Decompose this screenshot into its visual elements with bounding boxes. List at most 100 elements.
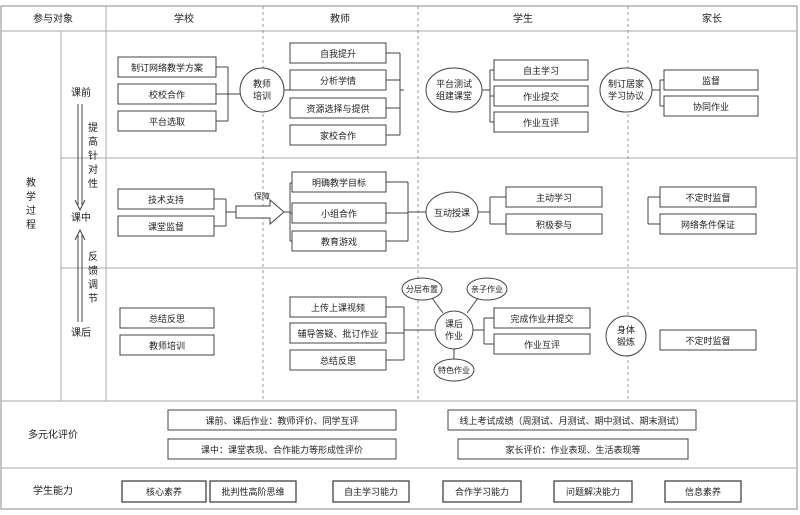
svg-text:平台选取: 平台选取 (149, 116, 185, 128)
svg-text:不定时监督: 不定时监督 (685, 192, 730, 204)
process-char: 程 (26, 219, 36, 231)
during-school-box: 技术支持 (117, 188, 215, 210)
feedback-char: 节 (88, 293, 98, 305)
svg-text:信息素养: 信息素养 (685, 486, 721, 498)
stage-after-label: 课后 (71, 327, 91, 339)
before-teacher-box: 自我提升 (289, 42, 387, 64)
svg-text:组建课堂: 组建课堂 (436, 90, 472, 102)
svg-text:积极参与: 积极参与 (536, 219, 572, 231)
evaluation-item: 家长评价：作业表现、生活表现等 (457, 438, 689, 460)
during-teacher-box: 明确教学目标 (291, 171, 387, 193)
svg-text:课前、课后作业：教师评价、同学互评: 课前、课后作业：教师评价、同学互评 (205, 415, 358, 427)
featured-homework-circle: 特色作业 (433, 358, 475, 382)
ability-item: 问题解决能力 (553, 480, 633, 503)
svg-text:分析学情: 分析学情 (320, 75, 356, 87)
svg-text:特色作业: 特色作业 (438, 365, 470, 375)
svg-text:分层布置: 分层布置 (406, 284, 438, 294)
during-parent-box: 网络条件保证 (659, 213, 757, 235)
svg-text:教育游戏: 教育游戏 (321, 236, 357, 248)
svg-text:自主学习: 自主学习 (523, 65, 559, 77)
svg-text:监督: 监督 (702, 75, 720, 87)
before-school-box: 平台选取 (117, 110, 217, 132)
before-school-box: 制订网络教学方案 (117, 56, 217, 78)
after-school-box: 总结反思 (119, 307, 215, 329)
svg-text:作业互评: 作业互评 (523, 117, 559, 129)
homework-connectors (431, 297, 479, 359)
teacher-training-circle: 教师 培训 (239, 67, 285, 113)
during-school-bracket (214, 198, 236, 227)
svg-text:自主学习能力: 自主学习能力 (344, 486, 398, 498)
svg-text:问题解决能力: 问题解决能力 (566, 486, 620, 498)
svg-text:作业: 作业 (445, 330, 463, 342)
header-student: 学生 (513, 12, 533, 25)
before-teacher-box: 分析学情 (289, 69, 387, 91)
before-school-bracket (216, 66, 240, 122)
svg-text:家长评价：作业表现、生活表现等: 家长评价：作业表现、生活表现等 (505, 444, 640, 456)
after-student-bracket (473, 317, 494, 345)
before-student-box: 作业提交 (493, 85, 589, 107)
improve-char: 针 (88, 149, 98, 162)
header-teacher: 教师 (330, 12, 350, 25)
process-char: 过 (26, 204, 36, 217)
improve-char: 性 (88, 177, 98, 190)
during-teacher-bracket-left (284, 182, 292, 242)
stage-before-label: 课前 (71, 86, 91, 99)
after-class-homework-circle: 课后 作业 (434, 310, 474, 350)
ability-item: 信息素养 (664, 480, 742, 503)
improve-char: 高 (88, 135, 98, 148)
during-teacher-bracket (386, 181, 426, 242)
process-char: 学 (26, 190, 36, 203)
after-teacher-box: 总结反思 (289, 349, 387, 371)
svg-text:合作学习能力: 合作学习能力 (455, 486, 509, 498)
svg-text:平台测试: 平台测试 (436, 78, 472, 90)
after-teacher-box: 上传上课视频 (289, 296, 387, 318)
improve-char: 对 (88, 163, 98, 176)
feedback-char: 调 (88, 279, 98, 291)
svg-text:小组合作: 小组合作 (321, 208, 357, 220)
before-student-box: 自主学习 (493, 59, 589, 81)
header-school: 学校 (174, 12, 194, 25)
svg-text:教师: 教师 (253, 78, 271, 90)
improve-char: 提 (88, 122, 98, 134)
during-student-bracket (478, 196, 506, 225)
ability-item: 合作学习能力 (442, 480, 522, 503)
svg-text:教师培训: 教师培训 (149, 340, 185, 352)
svg-text:制订网络教学方案: 制订网络教学方案 (131, 62, 203, 74)
during-parent-box: 不定时监督 (659, 186, 757, 208)
before-teacher-box: 资源选择与提供 (289, 97, 387, 119)
feedback-arrow (74, 228, 86, 322)
svg-text:自我提升: 自我提升 (320, 48, 356, 60)
svg-text:总结反思: 总结反思 (320, 355, 356, 367)
svg-text:培训: 培训 (253, 90, 271, 102)
physical-exercise-circle: 身体 锻炼 (605, 315, 647, 357)
during-teacher-box: 教育游戏 (291, 230, 387, 252)
before-teacher-box: 家校合作 (289, 124, 387, 146)
svg-text:亲子作业: 亲子作业 (471, 284, 503, 294)
before-school-box: 校校合作 (117, 83, 217, 105)
during-teacher-box: 小组合作 (291, 202, 387, 224)
improve-arrow (74, 104, 86, 212)
svg-text:作业提交: 作业提交 (523, 91, 559, 103)
svg-text:锻炼: 锻炼 (617, 336, 635, 348)
svg-text:批判性高阶思维: 批判性高阶思维 (221, 486, 284, 498)
svg-text:网络条件保证: 网络条件保证 (681, 219, 735, 231)
during-student-box: 主动学习 (505, 186, 603, 208)
feedback-char: 馈 (88, 264, 98, 277)
evaluation-label: 多元化评价 (28, 428, 78, 441)
before-student-box: 作业互评 (493, 111, 589, 133)
svg-text:技术支持: 技术支持 (148, 194, 184, 206)
abilities-label: 学生能力 (33, 484, 73, 497)
process-char: 教 (26, 176, 36, 189)
before-parent-box: 监督 (663, 69, 759, 91)
svg-text:家校合作: 家校合作 (320, 130, 356, 142)
during-student-box: 积极参与 (505, 213, 603, 235)
feedback-char: 反 (88, 251, 98, 263)
svg-text:总结反思: 总结反思 (149, 313, 185, 325)
evaluation-item: 课中：课堂表现、合作能力等形成性评价 (167, 438, 397, 460)
svg-text:完成作业并提交: 完成作业并提交 (510, 313, 573, 325)
before-parent-bracket (652, 79, 664, 107)
svg-text:资源选择与提供: 资源选择与提供 (306, 103, 369, 115)
guarantee-arrow: 保障 (235, 191, 285, 226)
ability-item: 核心素养 (121, 480, 207, 503)
